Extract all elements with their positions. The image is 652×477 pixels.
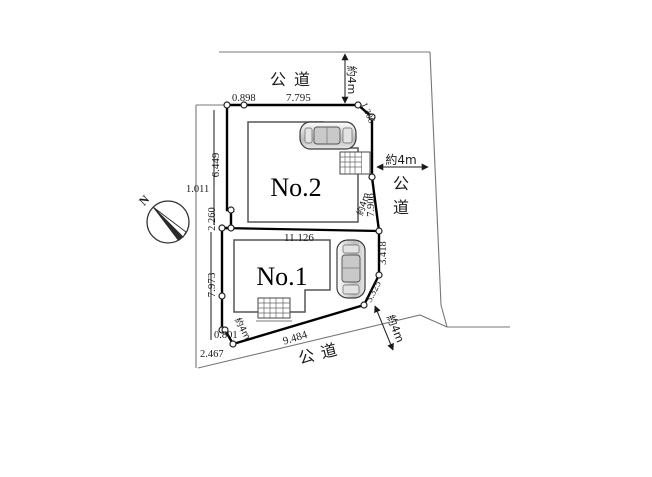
dim-left-lower: 7.973 [206,272,218,297]
dim-right-upper: 7.906 [366,193,377,217]
dim-bottom-left-offset: 2.467 [200,349,224,360]
road-width-east: 約4m [385,152,416,167]
compass-rose: N [136,192,190,244]
dim-middle-divider: 11.126 [284,232,314,244]
lot-divider-line [221,226,380,233]
road-label-east-vertical: 公道 [391,172,411,220]
car-icon-no1 [336,239,366,299]
dim-top-left-segment: 0.898 [232,93,256,104]
road-label-east-char: 道 [392,198,409,217]
dim-bottom-left-short: 0.801 [214,330,238,341]
lot-label-no1: No.1 [256,262,307,291]
road-near-edges [195,104,227,368]
building-no1-stairs-icon [256,297,292,322]
dim-left-notch-vertical: 2.260 [207,207,218,231]
compass-north-label: N [136,192,152,208]
building-no1-footprint [233,239,331,313]
dimension-leaders [210,53,429,351]
road-label-east-char-kou: 公道 [391,172,411,220]
dim-top-main: 7.795 [286,92,311,104]
dim-right-middle: 3.418 [378,241,389,265]
road-width-north: 約4m [345,66,359,95]
dim-left-notch-horizontal: 1.011 [186,184,209,195]
lot-label-no2: No.2 [270,173,321,202]
road-outer-edges [197,51,510,369]
road-label-east-char: 公 [392,174,409,193]
road-width-south: 約4m [384,313,408,345]
car-icon-no2 [299,121,357,150]
road-label-north: 公道 [270,70,318,89]
boundary-vertex-markers [218,101,383,348]
building-no2-stairs-icon [339,151,371,175]
dim-left-upper: 6.449 [210,152,222,177]
